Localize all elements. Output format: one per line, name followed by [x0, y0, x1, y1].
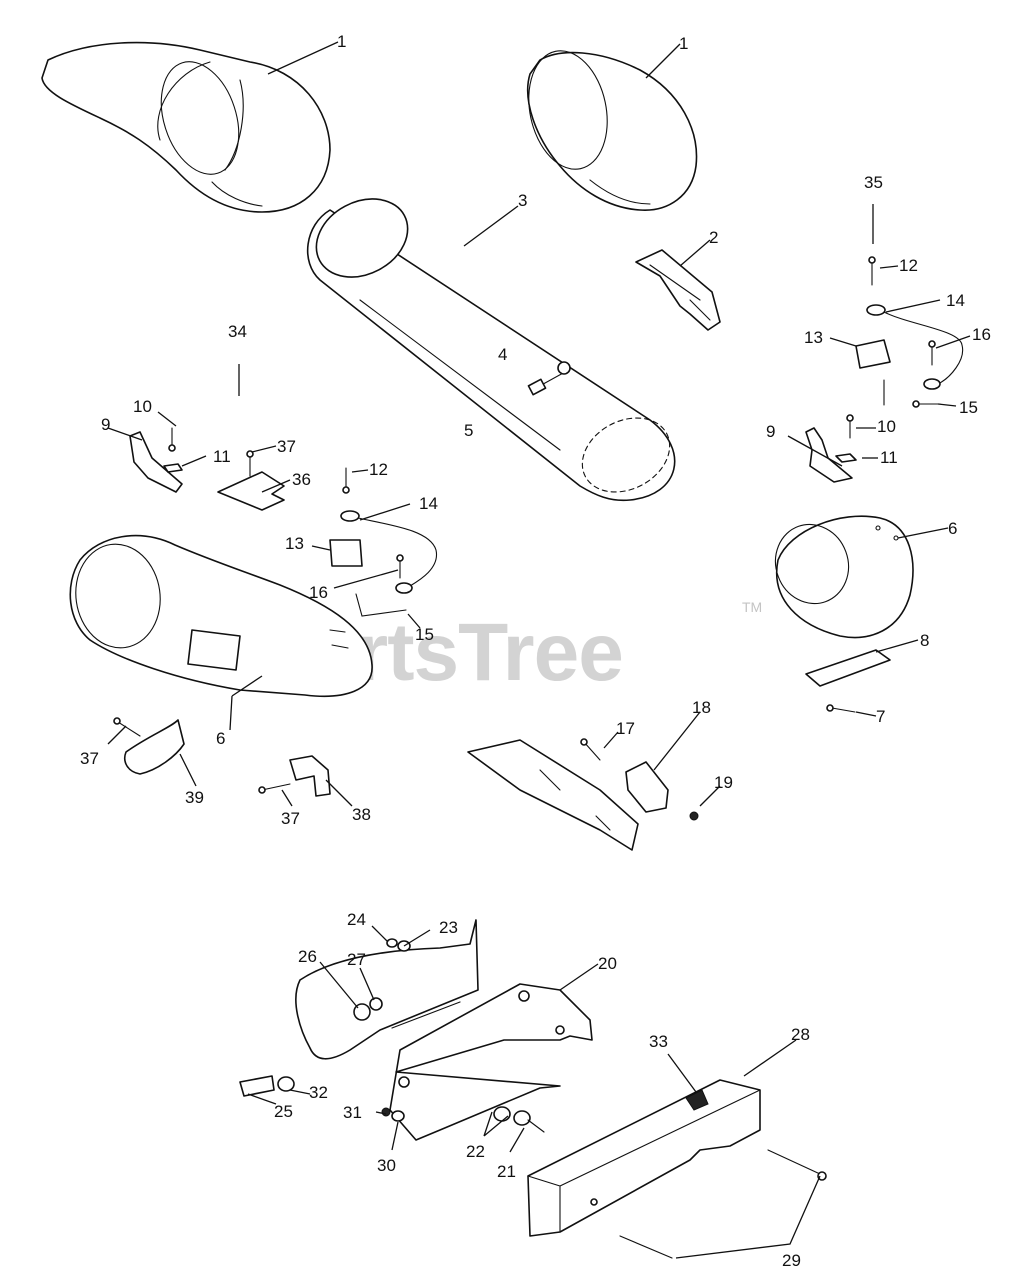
- callout-29: 29: [782, 1251, 801, 1270]
- blower-housing-left: [69, 534, 373, 697]
- callout-26: 26: [298, 947, 317, 966]
- callout-14a: 14: [946, 291, 965, 310]
- callout-7: 7: [876, 707, 885, 726]
- discharge-tube: [306, 198, 676, 502]
- callout-36: 36: [292, 470, 311, 489]
- blower-housing-right: [774, 515, 914, 639]
- hitch-box: [527, 1079, 827, 1259]
- callout-35: 35: [864, 173, 883, 192]
- callout-32: 32: [309, 1083, 328, 1102]
- callout-37a: 37: [277, 437, 296, 456]
- callout-23: 23: [439, 918, 458, 937]
- hitch-frame: [239, 919, 593, 1141]
- watermark-trademark: TM: [742, 599, 762, 615]
- callout-18: 18: [692, 698, 711, 717]
- callout-10b: 10: [877, 417, 896, 436]
- callout-13a: 13: [804, 328, 823, 347]
- callout-20: 20: [598, 954, 617, 973]
- callout-30: 30: [377, 1156, 396, 1175]
- callout-labels: 1 1 2 3 4 5 6 6 7 8 9 9 10 10 11 11 12 1…: [80, 32, 991, 1270]
- tube-clamp: [635, 249, 721, 331]
- callout-6a: 6: [948, 519, 957, 538]
- leader-lines: [107, 41, 971, 1259]
- callout-22: 22: [466, 1142, 485, 1161]
- callout-37b: 37: [80, 749, 99, 768]
- callout-12a: 12: [899, 256, 918, 275]
- callout-24: 24: [347, 910, 366, 929]
- callout-9a: 9: [101, 415, 110, 434]
- callout-10a: 10: [133, 397, 152, 416]
- callout-16b: 16: [309, 583, 328, 602]
- plate-and-bolt: [805, 649, 891, 713]
- callout-4: 4: [498, 345, 507, 364]
- callout-2: 2: [709, 228, 718, 247]
- left-hardware-group: [129, 364, 285, 511]
- callout-38: 38: [352, 805, 371, 824]
- callout-1a: 1: [337, 32, 346, 51]
- middle-hardware-group: [329, 467, 437, 617]
- elbow-chute-right: [526, 50, 698, 211]
- callout-12b: 12: [369, 460, 388, 479]
- callout-5: 5: [464, 421, 473, 440]
- callout-17: 17: [616, 719, 635, 738]
- callout-8: 8: [920, 631, 929, 650]
- callout-15b: 15: [415, 625, 434, 644]
- callout-31: 31: [343, 1103, 362, 1122]
- callout-37c: 37: [281, 809, 300, 828]
- callout-27: 27: [347, 950, 366, 969]
- callout-33: 33: [649, 1032, 668, 1051]
- elbow-chute-left: [41, 41, 331, 213]
- callout-16a: 16: [972, 325, 991, 344]
- callout-9b: 9: [766, 422, 775, 441]
- blade-group: [467, 738, 699, 851]
- callout-39: 39: [185, 788, 204, 807]
- lower-left-hardware: [113, 717, 331, 797]
- callout-11a: 11: [213, 447, 231, 466]
- callout-13b: 13: [285, 534, 304, 553]
- right-hardware-group: [805, 204, 964, 483]
- callout-14b: 14: [419, 494, 438, 513]
- callout-25: 25: [274, 1102, 293, 1121]
- callout-3: 3: [518, 191, 527, 210]
- callout-21: 21: [497, 1162, 516, 1181]
- callout-34: 34: [228, 322, 247, 341]
- callout-6b: 6: [216, 729, 225, 748]
- callout-11b: 11: [880, 448, 898, 467]
- callout-15a: 15: [959, 398, 978, 417]
- callout-19: 19: [714, 773, 733, 792]
- callout-1b: 1: [679, 34, 688, 53]
- callout-28: 28: [791, 1025, 810, 1044]
